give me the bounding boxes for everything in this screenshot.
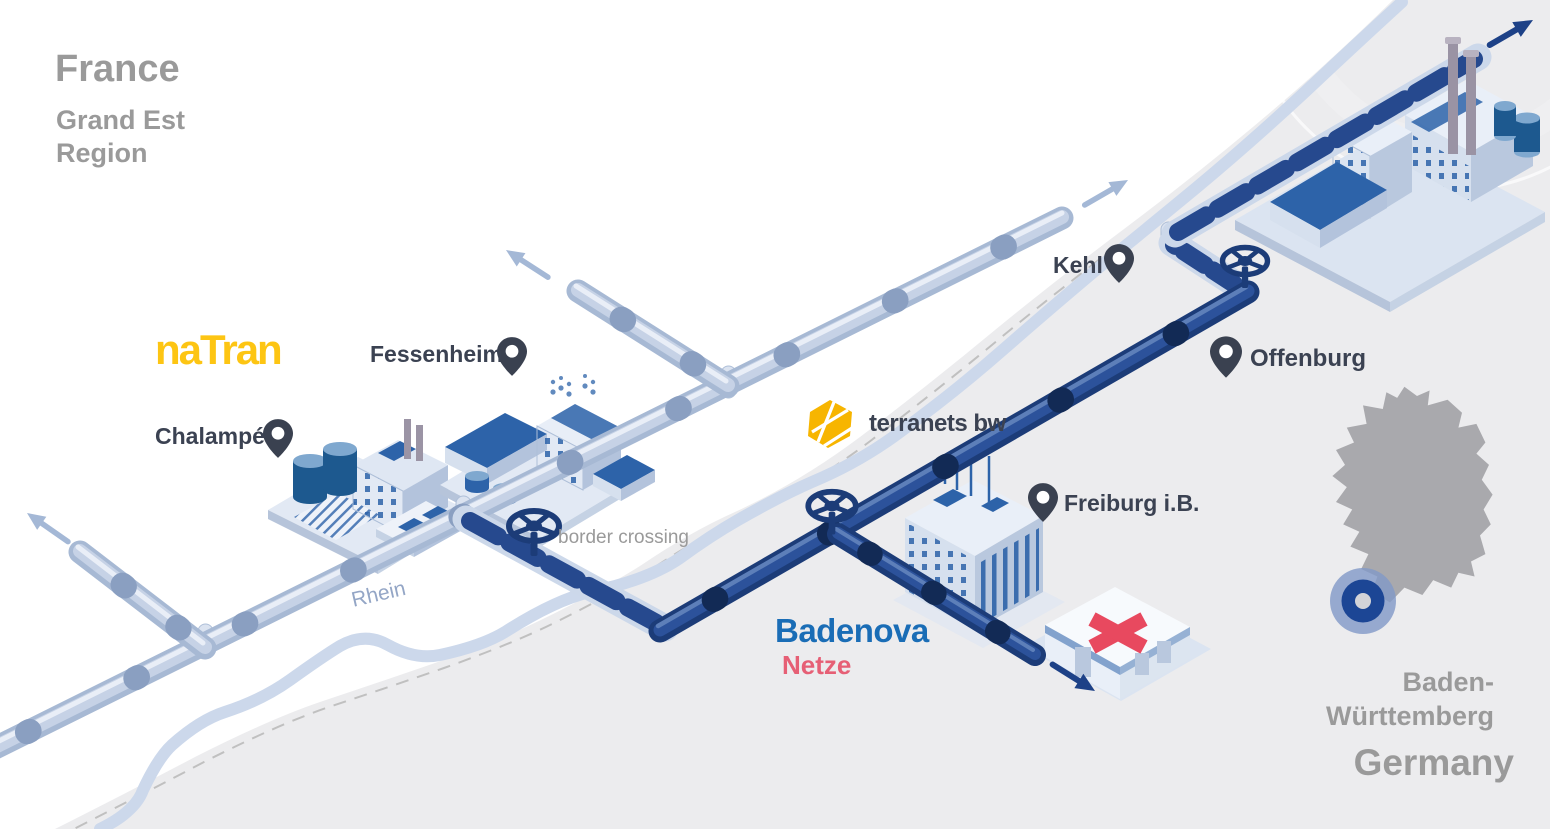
location-label-chalampe: Chalampé (155, 423, 265, 449)
badenova-netze-sub: Netze (782, 649, 852, 680)
france-title: France (55, 48, 180, 90)
chimney-icons (1445, 37, 1479, 155)
dark-pipeline-network (648, 280, 1260, 667)
terranets-bw-logo: terranets bw (804, 398, 1006, 450)
border-crossing-label: border crossing (558, 527, 689, 548)
grand-est-region-label: Grand Est Region (56, 105, 186, 168)
flow-arrow-icon (1081, 173, 1132, 212)
badenova-netze-logo: Badenova Netze (775, 612, 929, 680)
natran-logo: naTran (155, 326, 283, 373)
baden-wuerttemberg-marker-icon (1330, 568, 1396, 634)
terranets-bw-wordmark: terranets bw (869, 410, 1006, 437)
light-pipeline-network (0, 206, 1074, 759)
location-pin-icon-chalampe (263, 419, 293, 458)
location-label-freiburg: Freiburg i.B. (1064, 490, 1200, 516)
rhein-river (94, 0, 1408, 829)
hospital-illustration (1023, 587, 1211, 701)
sleeved-pipeline-segments (452, 43, 1492, 642)
badenova-wordmark: Badenova (775, 612, 929, 649)
terranets-hexagon-icon (808, 400, 853, 448)
germany-map-silhouette (1330, 386, 1493, 634)
baden-wuerttemberg-label: Baden- Württemberg (1326, 667, 1494, 731)
red-cross-icon (1088, 612, 1148, 654)
location-label-fessenheim: Fessenheim (370, 341, 503, 367)
location-label-kehl: Kehl (1053, 252, 1103, 278)
flow-arrow-icon (502, 243, 553, 284)
germany-title: Germany (1353, 742, 1514, 783)
freiburg-office-illustration (893, 452, 1065, 648)
location-label-offenburg: Offenburg (1250, 345, 1366, 372)
steam-dots-icon (550, 374, 596, 397)
kehl-industrial-complex-illustration (1235, 80, 1545, 312)
flow-arrow-icon (22, 506, 72, 548)
